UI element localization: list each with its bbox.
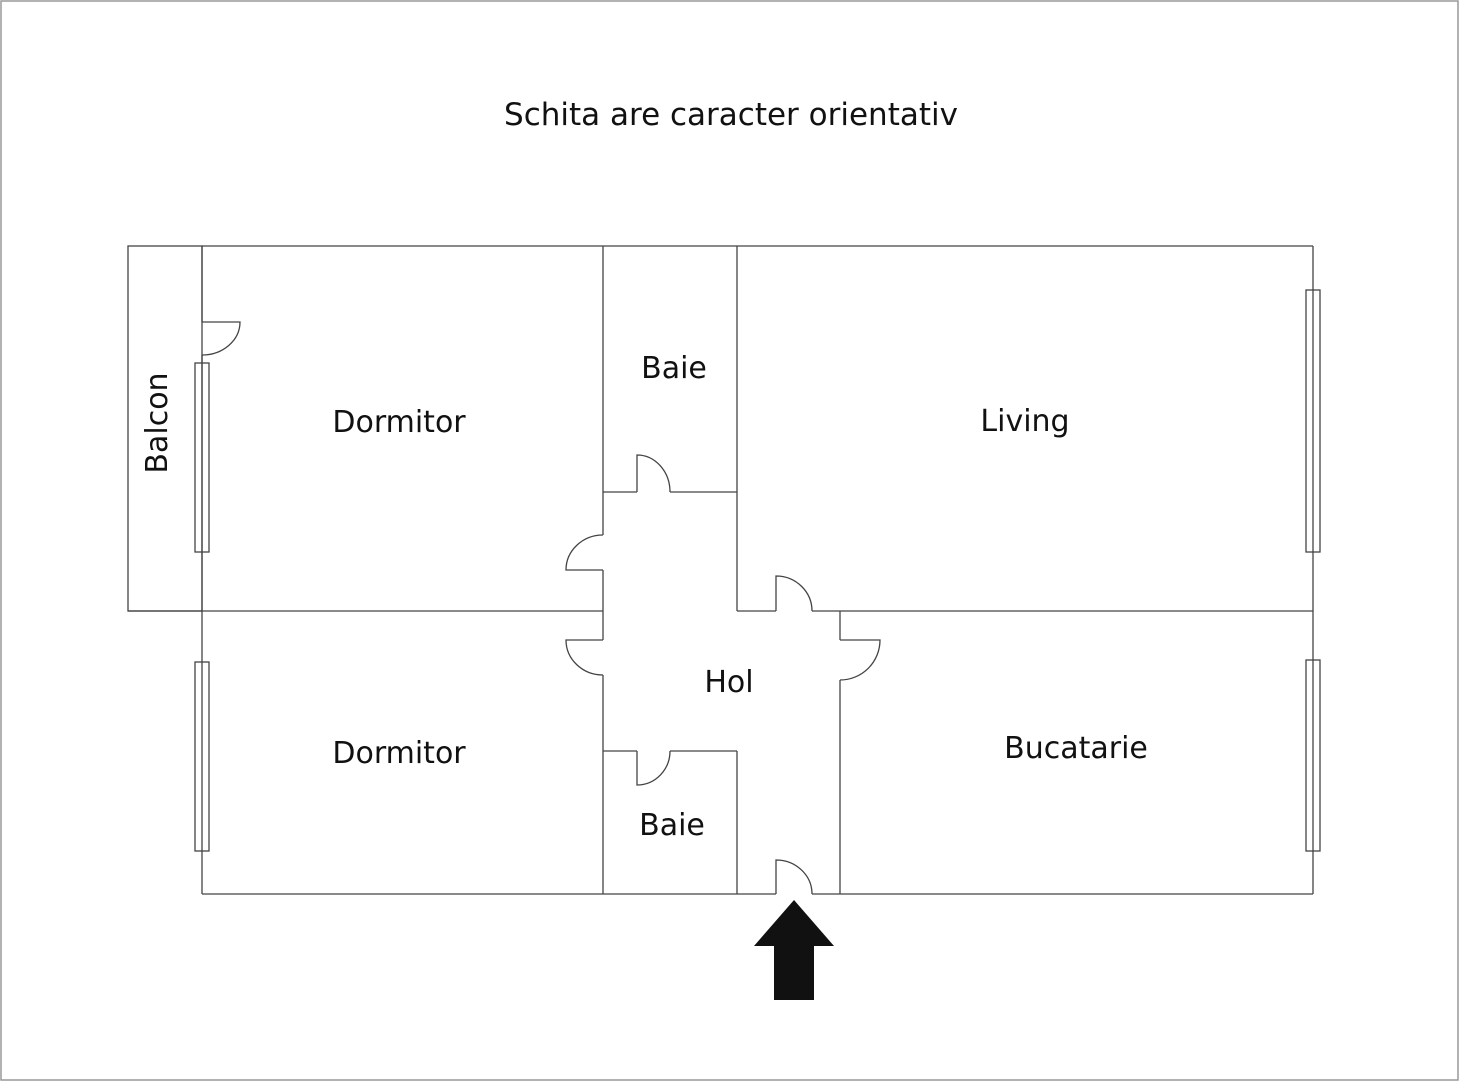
room-label-hol: Hol [704,665,753,700]
room-label-living: Living [980,404,1069,439]
door-kitchen [839,639,881,681]
door-entrance [775,859,813,895]
windows [194,289,1321,852]
door-bath-top [636,454,671,493]
door-living [775,575,813,612]
walls [127,245,1314,895]
room-label-bucatarie: Bucatarie [1004,731,1148,766]
room-label-dormitor-top: Dormitor [332,405,466,440]
room-label-dormitor-bottom: Dormitor [332,736,466,771]
window-living [1305,289,1321,553]
door-bedroom-top [565,534,604,571]
door-bedroom-bottom [565,639,604,676]
plan-title: Schita are caracter orientativ [504,97,958,133]
arrow-up-icon [754,900,834,1000]
door-balcony [201,321,241,356]
room-label-baie-top: Baie [641,351,707,386]
door-bath-bottom [636,750,671,786]
room-label-baie-bottom: Baie [639,808,705,843]
room-label-balcon: Balcon [140,372,175,473]
window-bedroom-bottom [194,661,210,852]
window-kitchen [1305,659,1321,852]
doors [201,321,881,895]
window-bedroom-top [194,362,210,553]
